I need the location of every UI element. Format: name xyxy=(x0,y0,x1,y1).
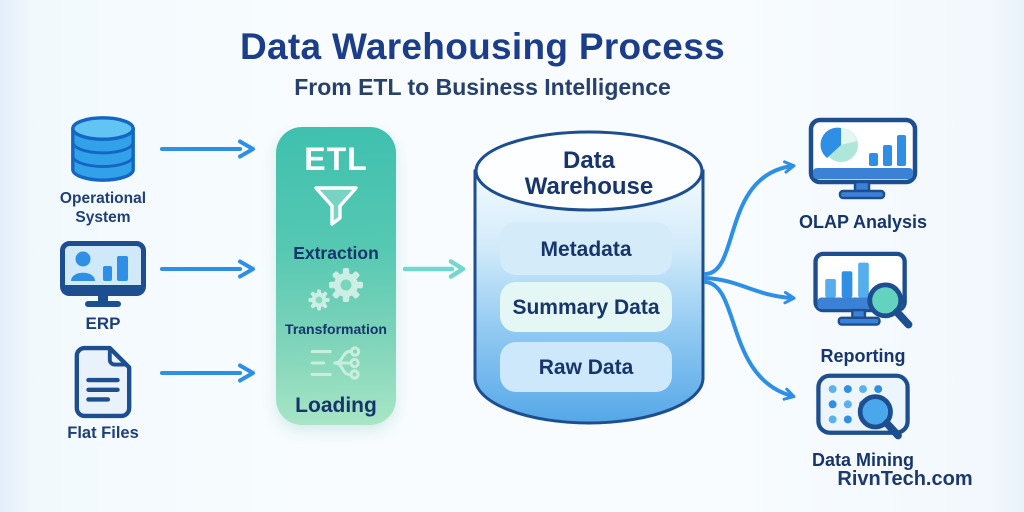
output-label: Reporting xyxy=(820,346,906,366)
output-data-mining: Data Mining xyxy=(788,372,938,471)
report-magnifier-monitor-icon xyxy=(813,251,913,329)
output-label: OLAP Analysis xyxy=(798,212,928,232)
source-erp: ERP xyxy=(44,240,162,334)
output-label: Data Mining xyxy=(812,450,914,470)
olap-chart-monitor-icon xyxy=(808,117,918,200)
warehouse-layer-metadata xyxy=(500,222,672,275)
arrow-etl-to-warehouse xyxy=(402,259,466,279)
source-flat-files: Flat Files xyxy=(44,344,162,444)
warehouse-title-line2: Warehouse xyxy=(525,173,653,200)
page-subtitle: From ETL to Business Intelligence xyxy=(294,74,671,100)
funnel-icon xyxy=(309,184,363,235)
warehouse-title-line1: Data xyxy=(563,147,616,174)
etl-step-loading: Loading xyxy=(295,394,377,417)
flat-file-icon xyxy=(74,345,132,419)
gears-icon xyxy=(306,266,366,317)
warehouse-layer-label: Summary Data xyxy=(512,296,659,319)
output-reporting: Reporting xyxy=(788,250,938,367)
etl-title: ETL xyxy=(304,141,368,177)
source-label: Flat Files xyxy=(67,424,139,442)
page-title: Data Warehousing Process xyxy=(240,26,725,67)
data-grid-magnifier-icon xyxy=(816,373,910,440)
etl-step-transformation: Transformation xyxy=(285,321,387,337)
warehouse-layer-label: Metadata xyxy=(540,238,631,261)
arrows-warehouse-to-outputs xyxy=(704,160,796,401)
warehouse-layer-raw xyxy=(500,342,672,392)
warehouse-layer-label: Raw Data xyxy=(539,356,634,379)
etl-step-extraction: Extraction xyxy=(293,243,379,263)
arrow-operational-to-etl xyxy=(160,139,255,159)
output-olap-analysis: OLAP Analysis xyxy=(788,116,938,233)
brand-watermark: RivnTech.com xyxy=(837,468,973,490)
source-label: ERP xyxy=(85,314,121,333)
erp-monitor-icon xyxy=(60,241,146,307)
header: Data Warehousing Process From ETL to Bus… xyxy=(0,26,965,101)
data-warehouse-cylinder: Data Warehouse Metadata Summary Data Raw… xyxy=(473,130,705,425)
etl-panel: ETL Extraction xyxy=(276,127,396,425)
database-icon xyxy=(71,116,135,182)
flow-branch-icon xyxy=(306,343,366,388)
arrow-erp-to-etl xyxy=(160,259,255,279)
source-operational-system: Operational System xyxy=(44,112,162,228)
warehouse-layer-summary xyxy=(500,282,672,332)
source-label: Operational System xyxy=(59,190,147,227)
arrow-flatfiles-to-etl xyxy=(160,363,255,383)
